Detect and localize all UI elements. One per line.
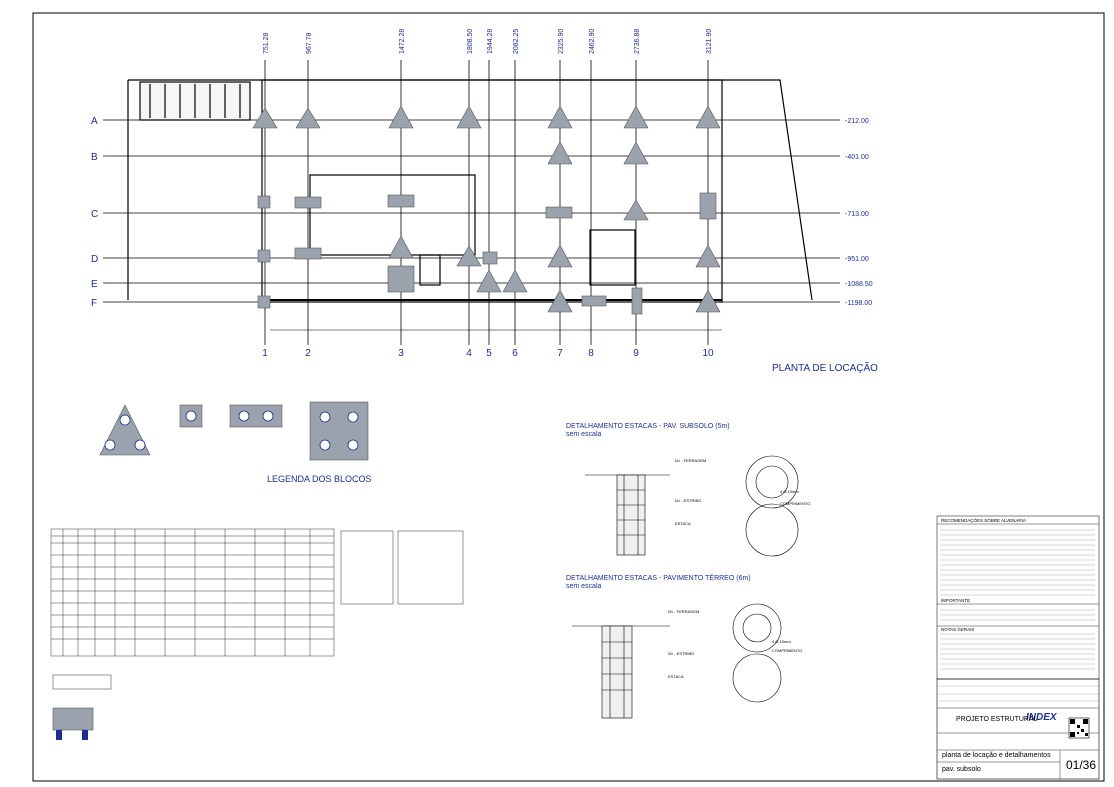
plan-title: PLANTA DE LOCAÇÃO [772, 361, 878, 374]
row-label: F [91, 298, 97, 309]
pile-detail-subsolo [585, 455, 799, 557]
column-labels: 1 2 3 4 5 6 7 8 9 10 [262, 348, 714, 359]
note-estribo: N1 - ESTRIBO [675, 498, 701, 503]
col-label: 4 [466, 348, 472, 359]
company-logo: INDEX [1026, 712, 1057, 723]
detail2-notes: N1 - FERRAGEM N1 - ESTRIBO ESTACA 4 Ø 10… [668, 609, 802, 679]
row-label: D [91, 254, 98, 265]
legend-title: LEGENDA DOS BLOCOS [267, 474, 372, 484]
col-label: 7 [557, 348, 563, 359]
col-label: 9 [633, 348, 639, 359]
col-coord: 3121.90 [706, 29, 713, 54]
col-label: 3 [398, 348, 404, 359]
row-label: E [91, 279, 98, 290]
column-coordinates: 751.28 967.78 1472.28 1808.50 1944.28 20… [263, 29, 713, 54]
row-labels: A B C D E F [91, 116, 98, 309]
notes-recomendacoes: RECOMENDAÇÕES SOBRE ALVENARIA [941, 517, 1026, 523]
drawing-name: planta de locação e detalhamentos [942, 752, 1051, 759]
col-coord: 2462.90 [589, 29, 596, 54]
row-coord: -401.00 [845, 154, 869, 161]
sheet-border [32, 12, 1105, 782]
detail1-title: DETALHAMENTO ESTACAS - PAV. SUBSOLO (5m) [566, 423, 730, 430]
row-coord: -1088.50 [845, 281, 873, 288]
notes-panel: RECOMENDAÇÕES SOBRE ALVENARIA IMPORTANTE… [936, 515, 1100, 680]
col-coord: 2082.25 [513, 29, 520, 54]
note-comprimento: COMPRIMENTO [780, 501, 810, 506]
sheet-number: 01/36 [1066, 758, 1097, 772]
project-name: PROJETO ESTRUTURAL [956, 716, 1038, 723]
col-coord: 2325.90 [558, 29, 565, 54]
pile-blocks [252, 105, 721, 315]
note-ferragem: N1 - FERRAGEM [675, 458, 706, 463]
row-coord: -1198.00 [845, 300, 872, 307]
row-label: B [91, 152, 98, 163]
col-coord: 751.28 [263, 32, 270, 54]
title-block [936, 678, 1100, 780]
pile-detail-terreo [572, 603, 782, 719]
note-estaca: ESTACA [675, 521, 691, 526]
col-coord: 2736.88 [634, 29, 641, 54]
detail1-subtitle: sem escala [566, 431, 602, 438]
col-label: 10 [702, 348, 714, 359]
note-estaca: ESTACA [668, 674, 684, 679]
row-label: A [91, 116, 98, 127]
note-ferragem: N1 - FERRAGEM [668, 609, 699, 614]
col-coord: 1808.50 [467, 29, 474, 54]
col-label: 2 [305, 348, 311, 359]
note-diam: 4 Ø 10mm [772, 639, 791, 644]
col-label: 6 [512, 348, 518, 359]
col-coord: 1944.28 [487, 29, 494, 54]
row-label: C [91, 209, 98, 220]
detail2-title: DETALHAMENTO ESTACAS - PAVIMENTO TÉRREO … [566, 573, 751, 582]
row-coordinates: -212.00 -401.00 -713.00 -951.00 -1088.50… [845, 118, 873, 307]
footing-section [52, 707, 94, 740]
qr-code [1068, 717, 1090, 739]
row-coord: -951.00 [845, 256, 869, 263]
notes-gerais: NOTAS GERAIS [941, 627, 974, 632]
pile-schedule-table [50, 528, 464, 690]
row-coord: -212.00 [845, 118, 869, 125]
col-coord: 967.78 [306, 32, 313, 54]
col-coord: 1472.28 [399, 29, 406, 54]
note-diam: 4 Ø 10mm [780, 489, 799, 494]
floor-name: pav. subsolo [942, 766, 981, 773]
note-comprimento: COMPRIMENTO [772, 648, 802, 653]
block-legend [99, 401, 369, 461]
notes-importante: IMPORTANTE [941, 598, 970, 603]
col-label: 8 [588, 348, 594, 359]
note-estribo: N1 - ESTRIBO [668, 651, 694, 656]
col-label: 5 [486, 348, 492, 359]
row-coord: -713.00 [845, 211, 869, 218]
detail1-notes: N1 - FERRAGEM N1 - ESTRIBO ESTACA 4 Ø 10… [675, 458, 810, 526]
col-label: 1 [262, 348, 268, 359]
detail2-subtitle: sem escala [566, 583, 602, 590]
